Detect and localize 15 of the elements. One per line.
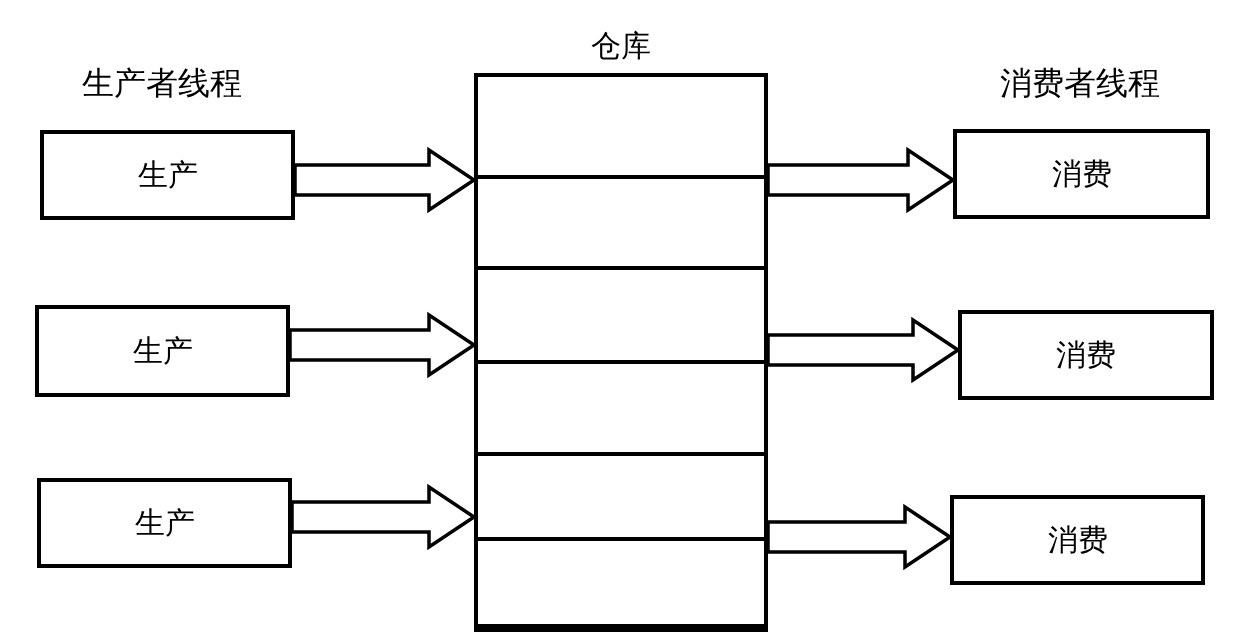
column-heading: 消费者线程 <box>1000 63 1160 104</box>
node-label: 消费 <box>1055 335 1117 374</box>
thread-box <box>950 495 1205 585</box>
node-label: 生产 <box>131 331 194 370</box>
node-label: 生产 <box>133 503 196 542</box>
thread-box <box>40 130 295 220</box>
thread-box <box>37 478 292 568</box>
thread-box <box>953 129 1210 219</box>
node-label: 消费 <box>1050 154 1113 193</box>
thread-box <box>35 305 290 397</box>
column-heading: 生产者线程 <box>82 63 242 104</box>
node-label: 消费 <box>1046 520 1109 559</box>
node-label: 生产 <box>136 155 199 194</box>
thread-box <box>958 310 1214 400</box>
warehouse-heading: 仓库 <box>590 27 652 65</box>
